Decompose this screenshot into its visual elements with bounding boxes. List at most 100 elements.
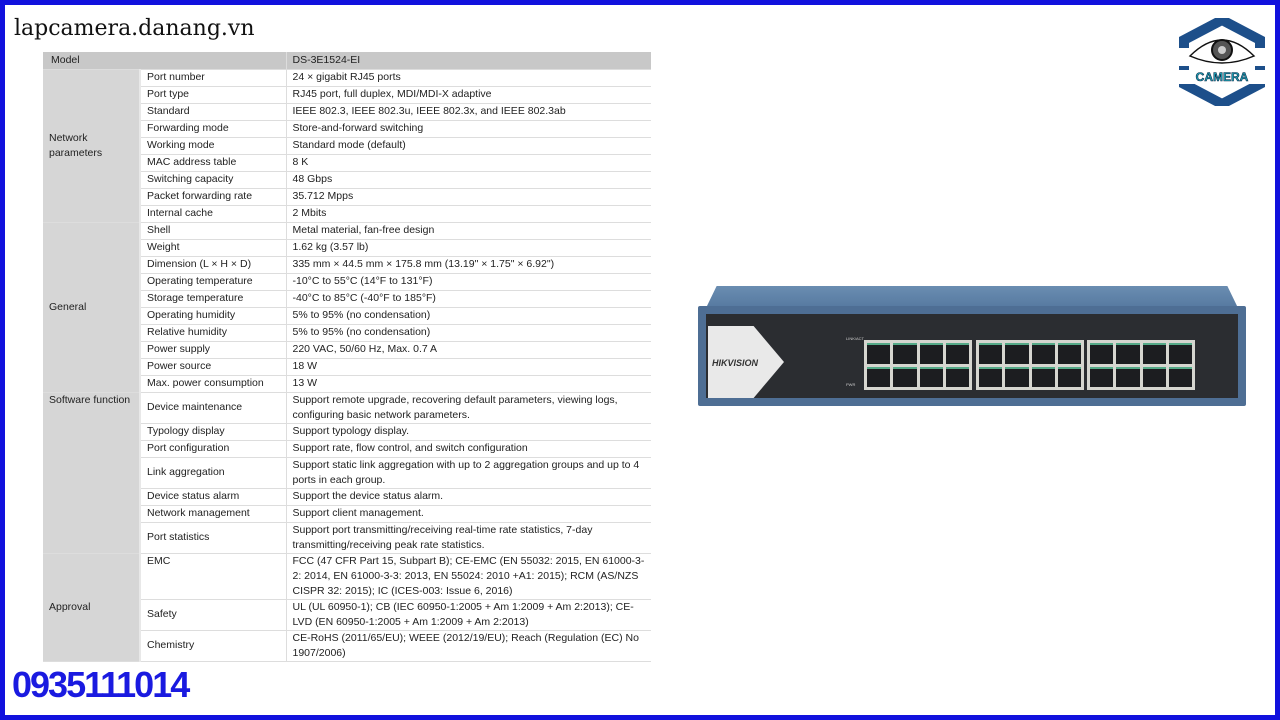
- switch-product-image: HIKVISION LINK/ACT PWR: [698, 286, 1246, 408]
- spec-group-label: Network parameters: [43, 69, 141, 223]
- spec-param: Network management: [140, 505, 286, 523]
- spec-param: Device status alarm: [140, 488, 286, 506]
- rj45-port: [1090, 343, 1114, 364]
- rj45-port: [1057, 343, 1081, 364]
- spec-param: Power source: [140, 358, 286, 376]
- spec-group-label: Software function: [43, 392, 141, 554]
- model-row: Model DS-3E1524-EI: [43, 52, 651, 70]
- rj45-port: [979, 343, 1003, 364]
- link-label: LINK/ACT: [846, 336, 865, 341]
- spec-param: Max. power consumption: [140, 375, 286, 393]
- rj45-port: [1031, 343, 1055, 364]
- spec-param: Shell: [140, 222, 286, 240]
- spec-value: FCC (47 CFR Part 15, Subpart B); CE-EMC …: [285, 553, 651, 600]
- spec-value: Support port transmitting/receiving real…: [285, 522, 651, 554]
- spec-param: Weight: [140, 239, 286, 257]
- spec-row: Storage temperature-40°C to 85°C (-40°F …: [43, 290, 651, 308]
- spec-value: 24 × gigabit RJ45 ports: [285, 69, 651, 87]
- spec-group-label: Approval: [43, 553, 141, 662]
- phone-number: 0935111014: [12, 664, 190, 705]
- spec-param: MAC address table: [140, 154, 286, 172]
- spec-param: Device maintenance: [140, 392, 286, 424]
- spec-value: Support remote upgrade, recovering defau…: [285, 392, 651, 424]
- spec-value: 2 Mbits: [285, 205, 651, 223]
- spec-param: Storage temperature: [140, 290, 286, 308]
- pwr-label: PWR: [846, 382, 856, 387]
- rj45-port: [1116, 366, 1140, 387]
- logo-text: CAMERA: [1196, 70, 1249, 84]
- rj45-port: [1168, 343, 1192, 364]
- model-label: Model: [43, 52, 140, 70]
- spec-value: 5% to 95% (no condensation): [285, 307, 651, 325]
- rj45-port: [919, 366, 943, 387]
- spec-value: UL (UL 60950-1); CB (IEC 60950-1:2005 + …: [285, 599, 651, 631]
- spec-param: Switching capacity: [140, 171, 286, 189]
- spec-value: 48 Gbps: [285, 171, 651, 189]
- spec-param: EMC: [140, 553, 286, 600]
- spec-param: Standard: [140, 103, 286, 121]
- rj45-port: [1090, 366, 1114, 387]
- spec-group-label: General: [43, 222, 141, 393]
- spec-value: -10°C to 55°C (14°F to 131°F): [285, 273, 651, 291]
- spec-value: Support typology display.: [285, 423, 651, 441]
- spec-value: RJ45 port, full duplex, MDI/MDI-X adapti…: [285, 86, 651, 104]
- rj45-port: [893, 343, 917, 364]
- spec-row: Dimension (L × H × D)335 mm × 44.5 mm × …: [43, 256, 651, 274]
- rj45-port: [867, 343, 891, 364]
- spec-param: Packet forwarding rate: [140, 188, 286, 206]
- spec-param: Port type: [140, 86, 286, 104]
- spec-value: Standard mode (default): [285, 137, 651, 155]
- spec-param: Typology display: [140, 423, 286, 441]
- spec-value: 13 W: [285, 375, 651, 393]
- port-group: [976, 340, 1084, 390]
- spec-value: Store-and-forward switching: [285, 120, 651, 138]
- camera-logo: CAMERA: [1178, 18, 1266, 106]
- rj45-port: [893, 366, 917, 387]
- spec-value: CE-RoHS (2011/65/EU); WEEE (2012/19/EU);…: [285, 630, 651, 662]
- rj45-port: [867, 366, 891, 387]
- spec-value: 8 K: [285, 154, 651, 172]
- spec-value: 220 VAC, 50/60 Hz, Max. 0.7 A: [285, 341, 651, 359]
- spec-param: Dimension (L × H × D): [140, 256, 286, 274]
- spec-param: Port number: [140, 69, 286, 87]
- spec-value: Support client management.: [285, 505, 651, 523]
- spec-param: Working mode: [140, 137, 286, 155]
- spec-value: Support the device status alarm.: [285, 488, 651, 506]
- spec-param: Safety: [140, 599, 286, 631]
- spec-value: Support static link aggregation with up …: [285, 457, 651, 489]
- rj45-port: [945, 366, 969, 387]
- rj45-port: [1142, 343, 1166, 364]
- port-group: [1087, 340, 1195, 390]
- rj45-port: [1168, 366, 1192, 387]
- spec-value: 335 mm × 44.5 mm × 175.8 mm (13.19" × 1.…: [285, 256, 651, 274]
- spec-param: Relative humidity: [140, 324, 286, 342]
- spec-param: Forwarding mode: [140, 120, 286, 138]
- spec-value: IEEE 802.3, IEEE 802.3u, IEEE 802.3x, an…: [285, 103, 651, 121]
- port-group: [864, 340, 972, 390]
- rj45-port: [1057, 366, 1081, 387]
